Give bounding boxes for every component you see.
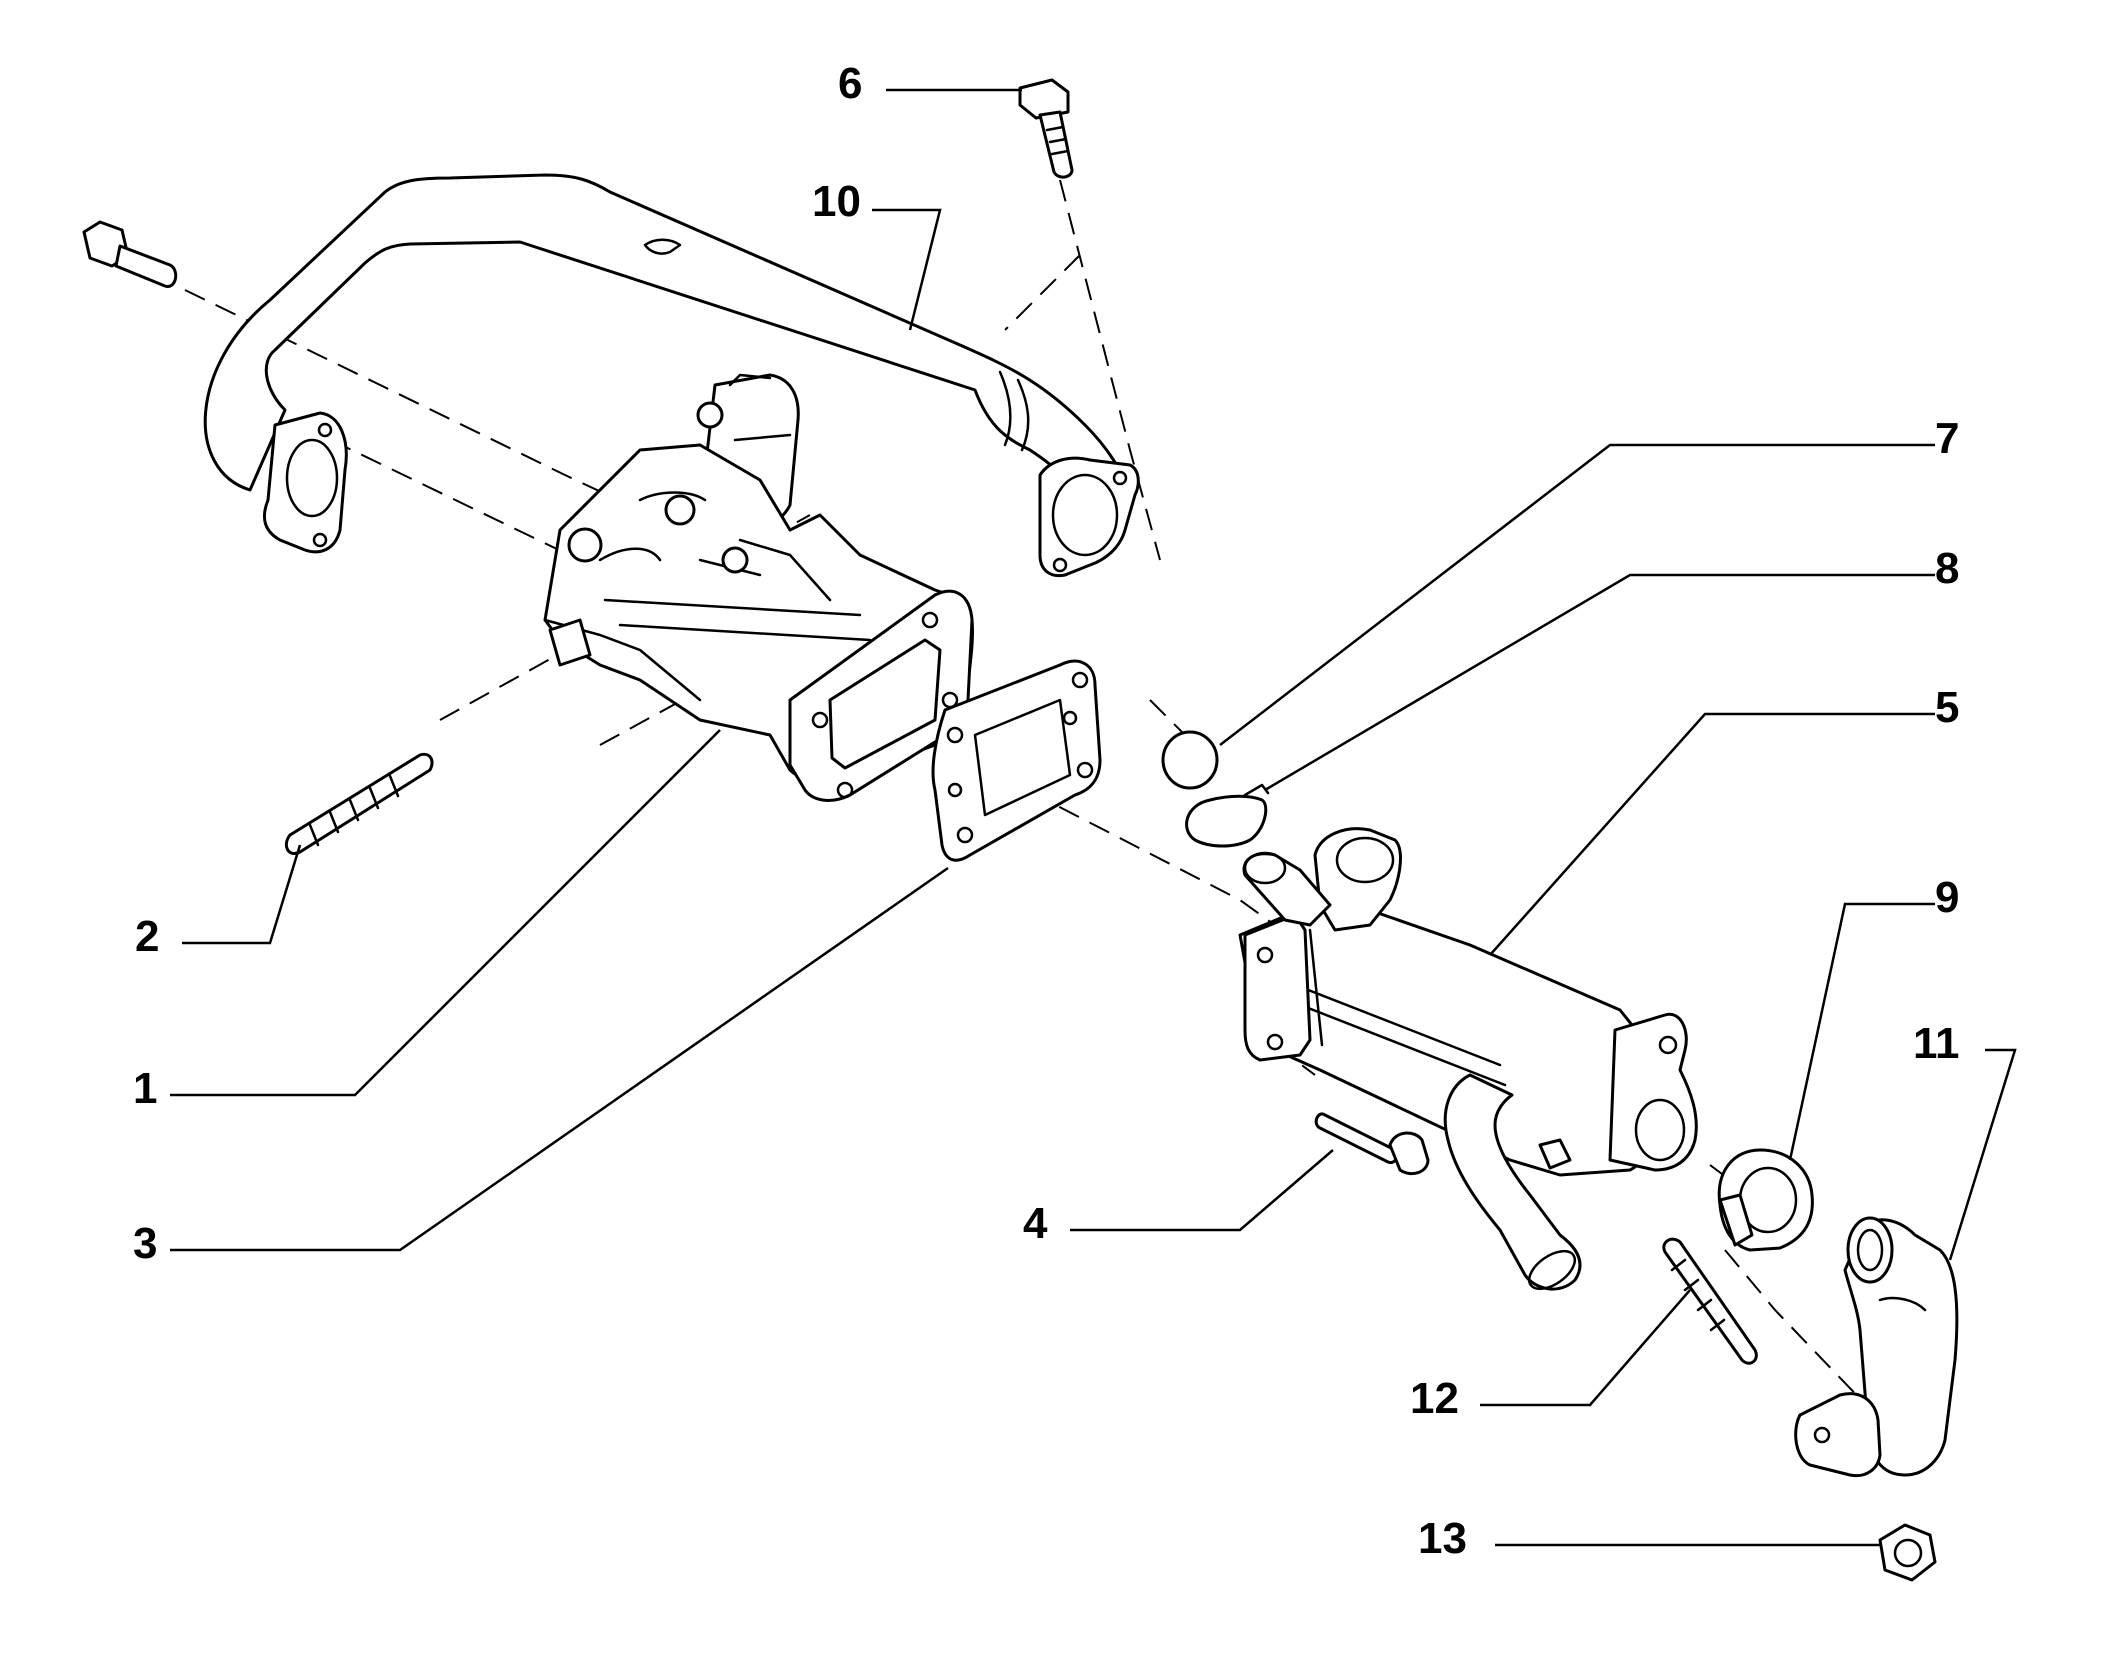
axis-top-bolt <box>1059 179 1161 561</box>
leader-8 <box>1264 573 1935 792</box>
clamp-9 <box>1717 1148 1814 1252</box>
leader-4 <box>1070 1149 1334 1232</box>
callout-5: 5 <box>1935 683 1960 732</box>
leader-9 <box>1788 902 1935 1161</box>
axis-upper-bolt <box>184 289 811 591</box>
leader-2 <box>182 844 302 945</box>
callout-9: 9 <box>1935 873 1960 922</box>
axis-pipe-flange <box>1004 254 1081 331</box>
callout-3: 3 <box>133 1219 158 1268</box>
egr-valve-1 <box>543 373 974 802</box>
callout-6: 6 <box>838 59 863 108</box>
egr-pipe-10 <box>203 173 1140 578</box>
callout-12: 12 <box>1410 1374 1459 1423</box>
leader-1 <box>170 729 721 1097</box>
egr-cooler-5 <box>1238 827 1698 1291</box>
callout-11: 11 <box>1913 1019 1960 1068</box>
stud-2 <box>284 752 434 855</box>
leader-7 <box>1219 443 1935 746</box>
callout-8: 8 <box>1935 544 1960 593</box>
callout-13: 13 <box>1418 1514 1467 1563</box>
bolt-upper-left <box>82 220 178 288</box>
callout-1: 1 <box>133 1064 158 1113</box>
callout-2: 2 <box>135 912 160 961</box>
leader-3 <box>170 866 949 1252</box>
leader-11 <box>1948 1048 2017 1261</box>
gasket-3 <box>931 659 1102 862</box>
leader-5 <box>1489 712 1935 956</box>
stud-12 <box>1662 1237 1758 1365</box>
o-ring-7 <box>1161 730 1219 790</box>
callout-10: 10 <box>812 177 861 226</box>
callout-7: 7 <box>1935 414 1960 463</box>
callout-4: 4 <box>1023 1199 1048 1248</box>
leader-12 <box>1480 1289 1691 1407</box>
axis-stud-nut <box>1724 1249 1891 1431</box>
leader-lines <box>170 88 2017 1547</box>
nut-13 <box>1878 1523 1937 1582</box>
elbow-pipe-11 <box>1794 1216 1959 1478</box>
bolt-6 <box>1018 78 1074 179</box>
bolt-4 <box>1314 1112 1430 1176</box>
clip-8 <box>1185 783 1270 848</box>
leader-10 <box>872 208 942 331</box>
